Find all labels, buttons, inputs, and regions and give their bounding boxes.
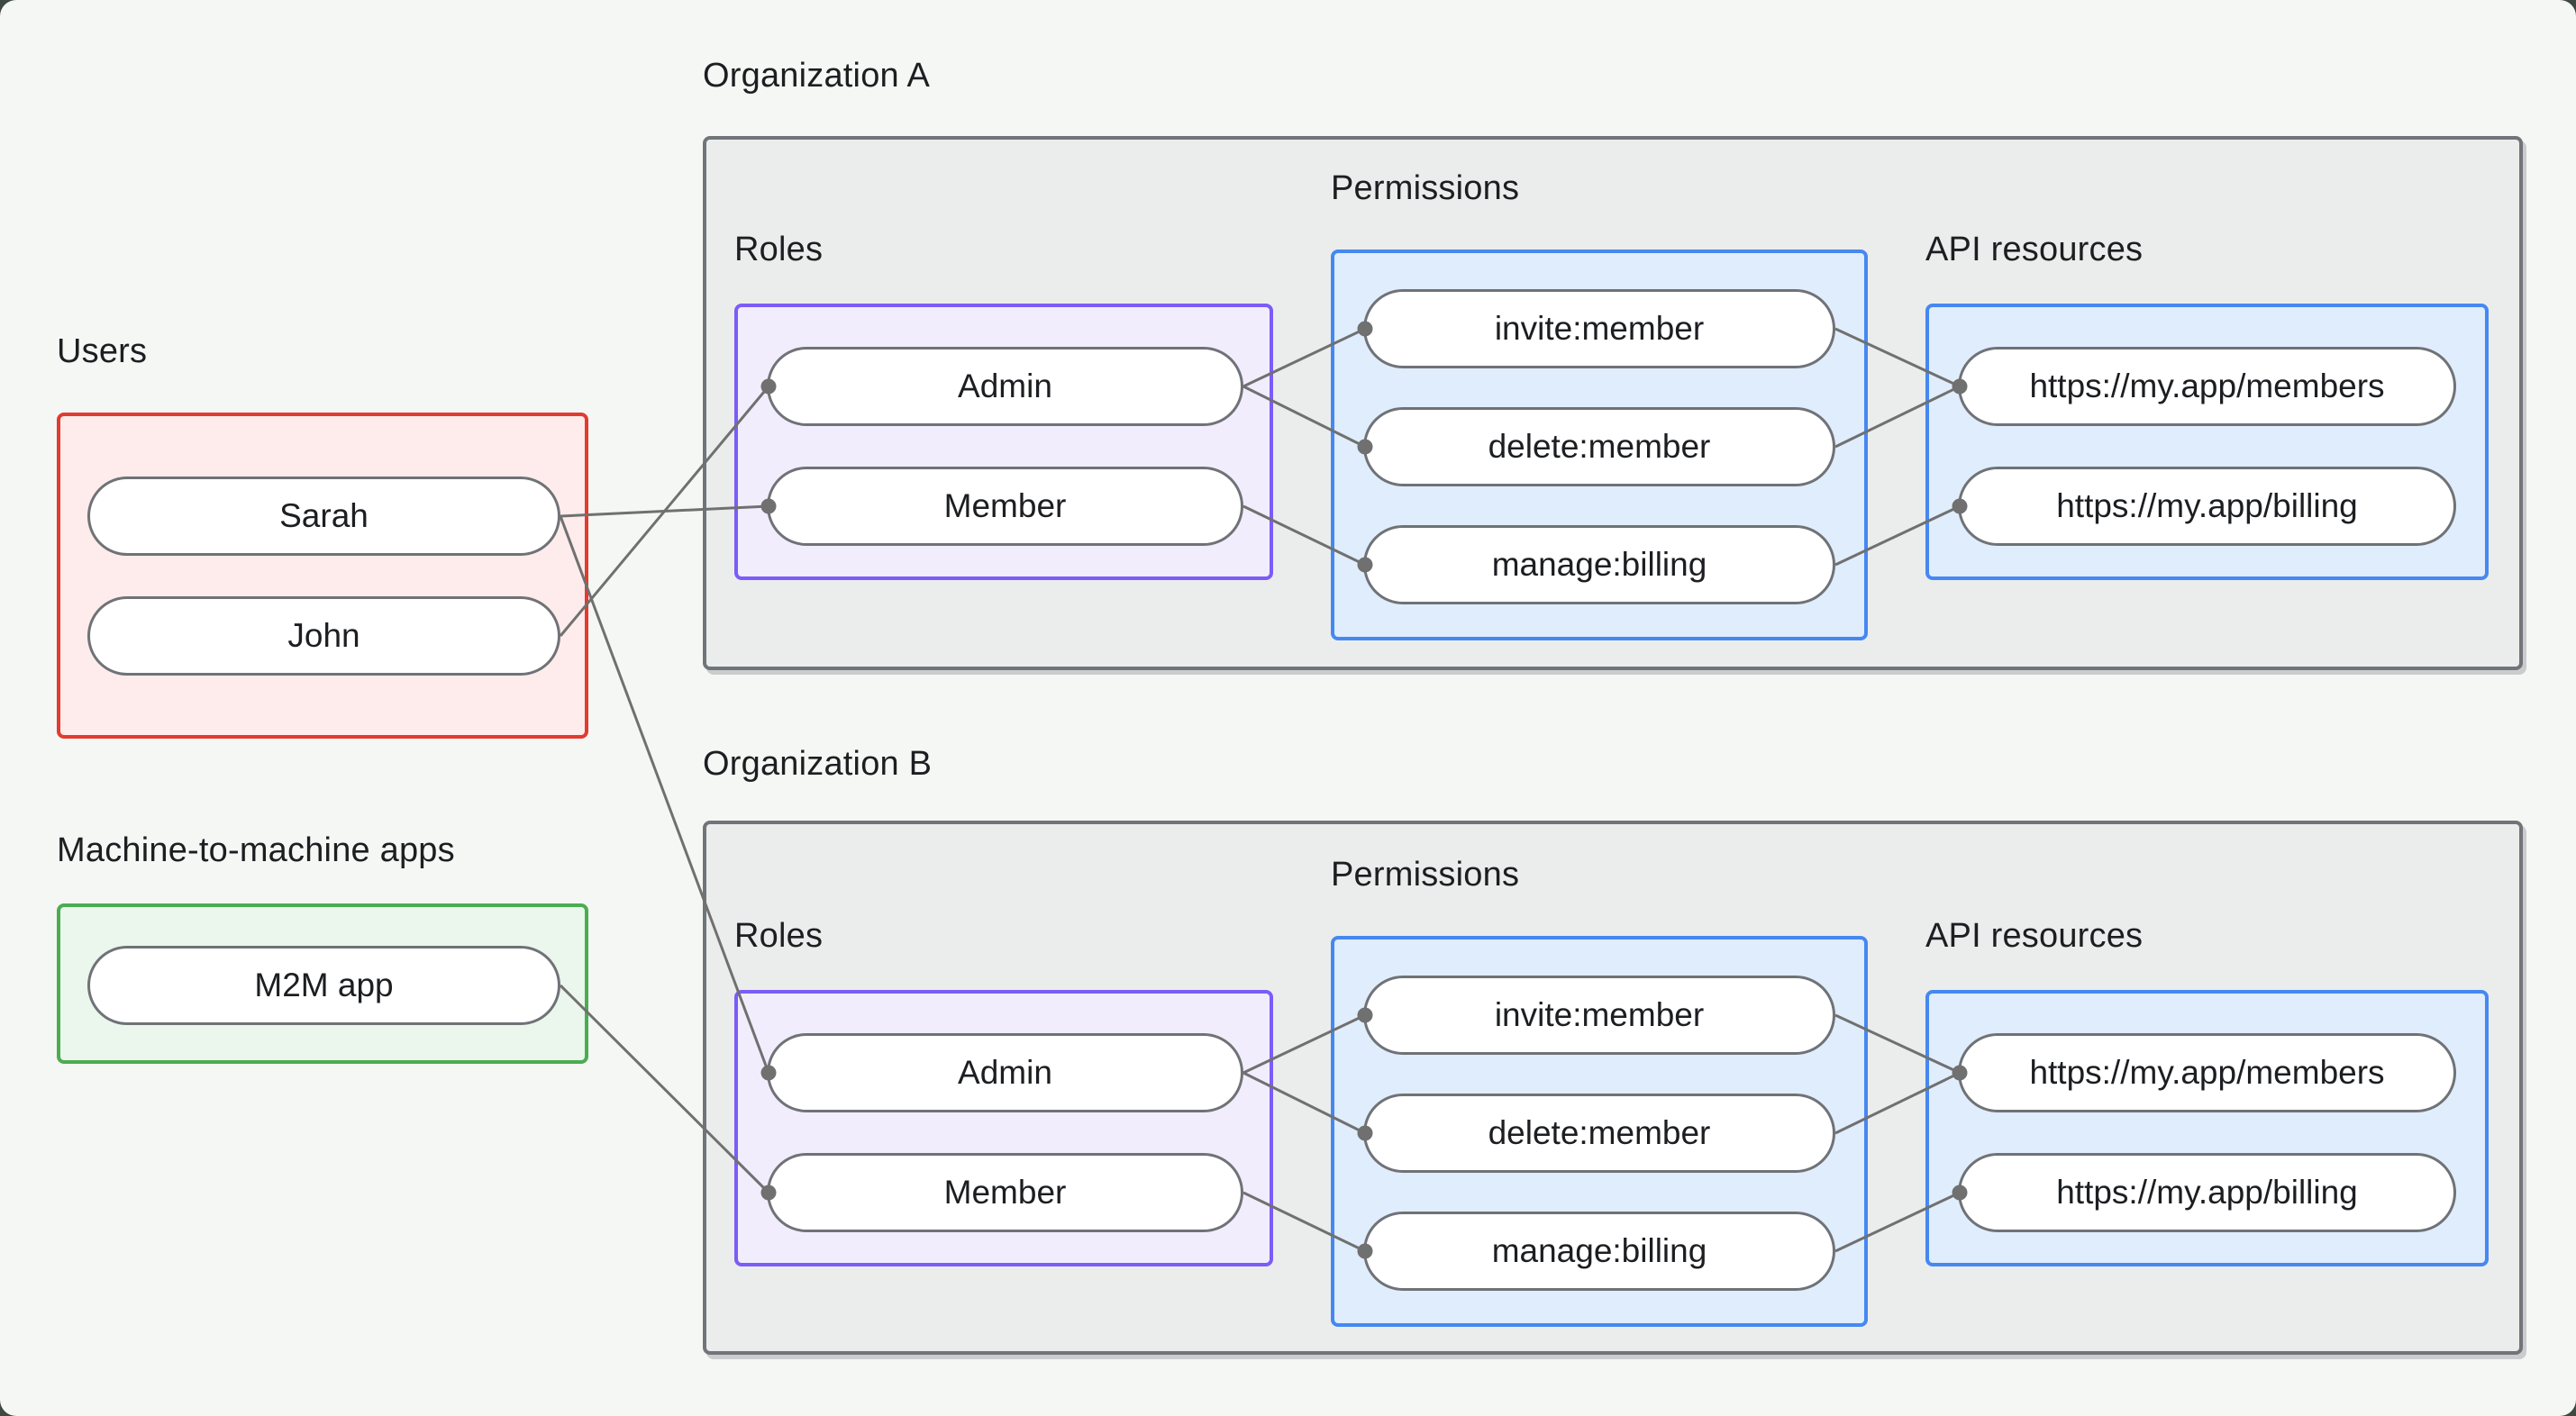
users-box bbox=[57, 413, 588, 739]
org-b-api-resources-label: API resources bbox=[1925, 917, 2144, 955]
org-b-permission-pill-delete-member: delete:member bbox=[1363, 1094, 1835, 1173]
org-a-api-pill-members: https://my.app/members bbox=[1958, 347, 2456, 426]
users-label: Users bbox=[57, 332, 148, 370]
org-b-permissions-label: Permissions bbox=[1331, 856, 1520, 894]
org-b-permission-pill-manage-billing: manage:billing bbox=[1363, 1212, 1835, 1291]
org-a-permission-pill-invite-member: invite:member bbox=[1363, 289, 1835, 368]
org-b-api-pill-members: https://my.app/members bbox=[1958, 1033, 2456, 1112]
org-b-roles-label: Roles bbox=[734, 917, 824, 955]
org-b-label: Organization B bbox=[703, 745, 933, 783]
m2m-pill-app: M2M app bbox=[87, 946, 560, 1025]
org-a-api-resources-label: API resources bbox=[1925, 231, 2144, 268]
org-b-role-pill-admin: Admin bbox=[767, 1033, 1243, 1112]
org-a-permission-pill-manage-billing: manage:billing bbox=[1363, 525, 1835, 604]
org-a-permissions-label: Permissions bbox=[1331, 169, 1520, 207]
org-a-api-pill-billing: https://my.app/billing bbox=[1958, 467, 2456, 546]
org-b-permission-pill-invite-member: invite:member bbox=[1363, 976, 1835, 1055]
org-b-role-pill-member: Member bbox=[767, 1153, 1243, 1232]
org-a-roles-label: Roles bbox=[734, 231, 824, 268]
org-a-label: Organization A bbox=[703, 57, 931, 95]
org-a-role-pill-admin: Admin bbox=[767, 347, 1243, 426]
org-a-role-pill-member: Member bbox=[767, 467, 1243, 546]
m2m-label: Machine-to-machine apps bbox=[57, 831, 455, 869]
user-pill-john: John bbox=[87, 596, 560, 676]
user-pill-sarah: Sarah bbox=[87, 477, 560, 556]
org-b-api-pill-billing: https://my.app/billing bbox=[1958, 1153, 2456, 1232]
org-a-permission-pill-delete-member: delete:member bbox=[1363, 407, 1835, 486]
